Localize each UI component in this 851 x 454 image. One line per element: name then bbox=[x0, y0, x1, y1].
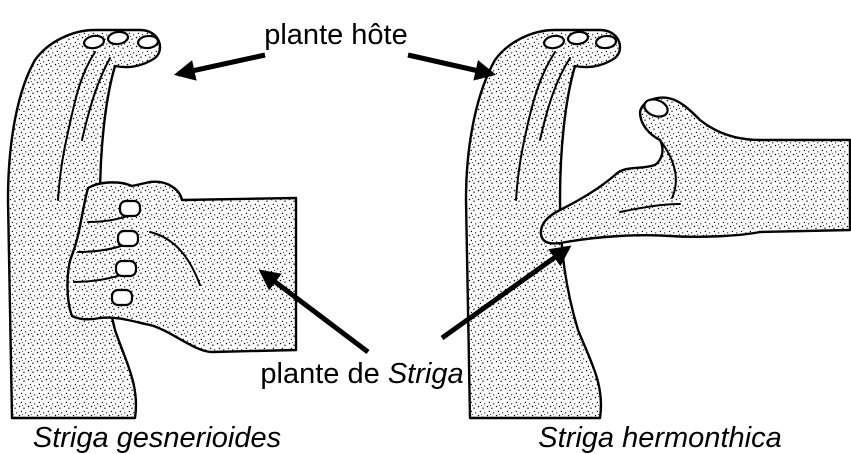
arrow-host-right bbox=[408, 55, 492, 74]
parasite-label-genus: Striga bbox=[388, 358, 464, 390]
arrow-host-left bbox=[178, 55, 265, 74]
left-parasite-nail-1 bbox=[120, 201, 140, 216]
parasite-plant-label: plante de Striga bbox=[260, 358, 463, 390]
left-illustration bbox=[8, 30, 296, 418]
right-illustration bbox=[466, 30, 850, 418]
right-species-caption: Striga hermonthica bbox=[538, 422, 781, 454]
left-species-caption: Striga gesnerioides bbox=[33, 422, 281, 454]
left-parasite-nail-3 bbox=[116, 261, 136, 276]
host-plant-label: plante hôte bbox=[264, 19, 408, 51]
right-parasite-hand bbox=[541, 98, 850, 244]
parasite-label-prefix: plante de bbox=[260, 358, 387, 390]
left-parasite-nail-2 bbox=[118, 231, 138, 246]
left-parasite-nail-4 bbox=[112, 290, 132, 305]
